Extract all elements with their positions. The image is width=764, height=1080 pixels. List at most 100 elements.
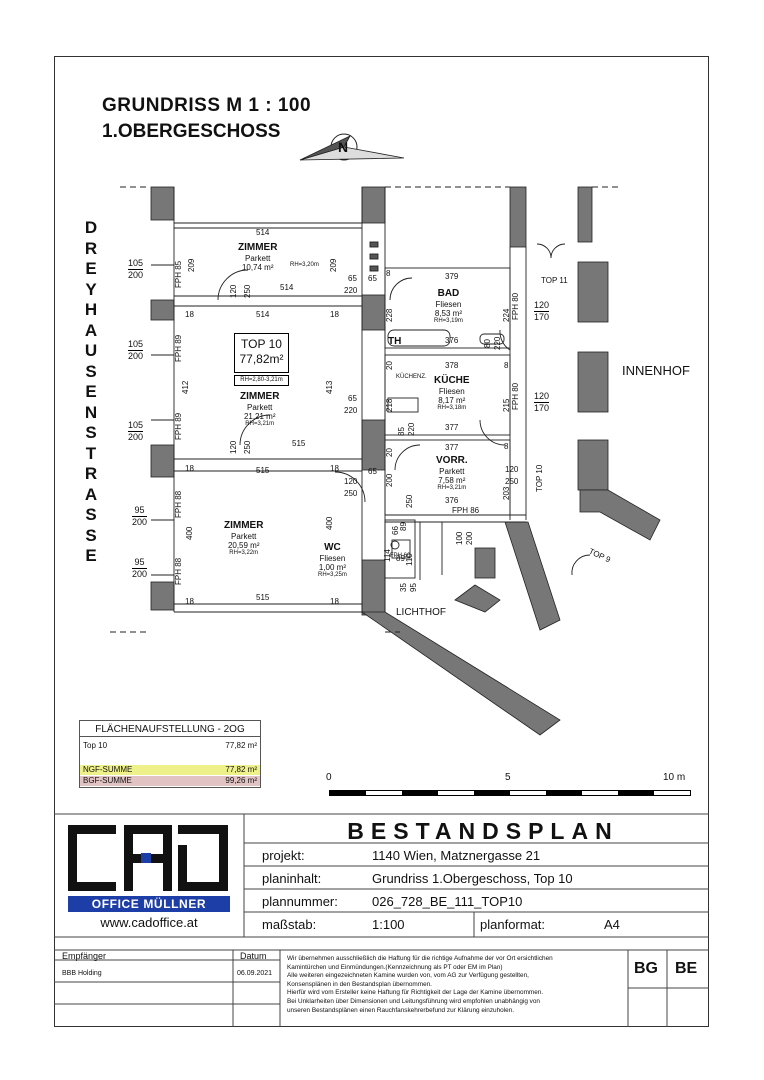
fph-label: FPH 88 xyxy=(174,490,183,518)
room-bad: BAD Fliesen 8,53 m² RH=3,19m xyxy=(434,288,463,325)
window-width: 95 xyxy=(132,505,148,517)
plannummer-value: 026_728_BE_111_TOP10 xyxy=(372,894,523,909)
street-letter: S xyxy=(85,361,97,381)
room-kueche: KÜCHE Fliesen 8,17 m² RH=3,18m xyxy=(434,375,470,412)
window-width: 95 xyxy=(132,557,148,569)
dim-label: 412 xyxy=(181,380,190,394)
room-rh: RH=3,21m xyxy=(437,484,467,491)
area-table-row: Top 10 77,82 m² xyxy=(80,741,260,751)
street-letter: S xyxy=(85,423,97,442)
bgf-value: 99,26 m² xyxy=(225,776,257,785)
planformat-label: planformat: xyxy=(480,917,546,932)
fph-label: FPH 85 xyxy=(174,260,183,288)
room-area: 8,17 m² xyxy=(438,395,466,405)
fph-label: FPH 80 xyxy=(511,382,520,410)
empfaenger-header: Empfänger xyxy=(62,951,107,961)
dim-label: 89 xyxy=(399,522,408,531)
dim-label: 379 xyxy=(445,272,459,281)
window-width: 120 xyxy=(534,300,550,312)
dim-label: 203 xyxy=(502,486,511,500)
north-label: N xyxy=(338,139,349,155)
dim-label: 100 xyxy=(455,531,464,545)
room-name: WC xyxy=(324,542,341,553)
window-height: 200 xyxy=(132,569,148,579)
dim-label: 65 xyxy=(348,274,357,283)
dim-label: 18 xyxy=(185,464,194,473)
dim-label: 377 xyxy=(445,443,459,452)
fph-label: FPH 89 xyxy=(174,412,183,440)
area-table-title: FLÄCHENAUFSTELLUNG - 2OG xyxy=(80,721,260,737)
dim-label: 18 xyxy=(330,464,339,473)
unit-area: 77,82m² xyxy=(239,352,284,366)
dim-label: 515 xyxy=(292,439,306,448)
room-name: KÜCHE xyxy=(434,375,470,386)
street-letter: S xyxy=(85,505,97,524)
bg-code: BG xyxy=(634,960,658,977)
dim-label: 377 xyxy=(445,423,459,432)
room-floor: Parkett xyxy=(245,253,271,263)
plan-title: GRUNDRISS M 1 : 100 xyxy=(102,95,312,116)
dim-label: 18 xyxy=(330,310,339,319)
planformat-value: A4 xyxy=(604,917,620,932)
lichthof-label: LICHTHOF xyxy=(396,607,446,618)
note-line: unseren Bestandsplänen einen Rauchfanske… xyxy=(287,1006,515,1014)
dim-label: 376 xyxy=(445,496,459,505)
window-width: 105 xyxy=(128,258,144,270)
fph-label: FPH 88 xyxy=(174,557,183,585)
bgf-row: BGF-SUMME 99,26 m² xyxy=(80,776,260,786)
dim-label: 220 xyxy=(407,422,416,436)
innenhof-label: INNENHOF xyxy=(622,363,690,378)
note-line: Hierfür wird vom Ersteller keine Haftung… xyxy=(287,989,544,997)
dim-label: 200 xyxy=(465,531,474,545)
room-area: 10,74 m² xyxy=(241,262,274,272)
kuechenzeile-label: KÜCHENZ. xyxy=(396,374,427,380)
dim-label: 18 xyxy=(330,597,339,606)
note-line: Wir übernehmen ausschließlich die Haftun… xyxy=(287,955,553,962)
cad-logo-icon xyxy=(68,825,228,891)
dim-label: 18 xyxy=(185,310,194,319)
window-width: 120 xyxy=(534,391,550,403)
dim-label: 200 xyxy=(385,473,394,487)
street-letter: D xyxy=(84,218,98,237)
street-letter: E xyxy=(85,259,97,278)
room-zimmer-1: ZIMMER Parkett 10,74 m² xyxy=(238,242,277,272)
scale-bar xyxy=(329,790,691,796)
fph-label: FPH 60 xyxy=(390,553,411,559)
datum-value: 06.09.2021 xyxy=(237,970,273,977)
street-letter: N xyxy=(84,402,98,422)
floor-title: 1.OBERGESCHOSS xyxy=(102,121,281,142)
row-value: 77,82 m² xyxy=(225,741,257,750)
dim-label: 65 xyxy=(368,467,377,476)
top10-side-label: TOP 10 xyxy=(535,464,544,492)
plan-type-heading: BESTANDSPLAN xyxy=(347,818,619,844)
room-name: ZIMMER xyxy=(224,520,264,531)
room-area: 21,21 m² xyxy=(243,411,276,421)
plannummer-label: plannummer: xyxy=(262,894,338,909)
empfaenger-value: BBB Holding xyxy=(62,970,102,977)
street-letter: S xyxy=(85,525,97,545)
note-line: Bei Unklarheiten über Dimensionen und Le… xyxy=(287,997,540,1005)
fph-label: FPH 89 xyxy=(174,334,183,362)
room-rh: RH=3,20m xyxy=(290,262,319,268)
dim-label: 120 xyxy=(505,465,519,474)
scale-label-5: 5 xyxy=(505,772,511,783)
dim-label: 89 xyxy=(396,554,405,563)
planinhalt-value: Grundriss 1.Obergeschoss, Top 10 xyxy=(372,871,573,886)
room-area: 20,59 m² xyxy=(227,540,260,550)
room-area: 7,58 m² xyxy=(438,475,466,485)
room-floor: Parkett xyxy=(231,531,257,541)
dim-label: 250 xyxy=(344,489,358,498)
dim-label: 85 xyxy=(397,427,406,436)
logo-website: www.cadoffice.at xyxy=(100,915,198,930)
dim-label: 514 xyxy=(256,310,270,319)
dim-label: 250 xyxy=(505,477,519,486)
dim-label: 514 xyxy=(256,228,270,237)
room-rh: RH=3,25m xyxy=(318,571,347,578)
fph-label: FPH 80 xyxy=(511,292,520,320)
